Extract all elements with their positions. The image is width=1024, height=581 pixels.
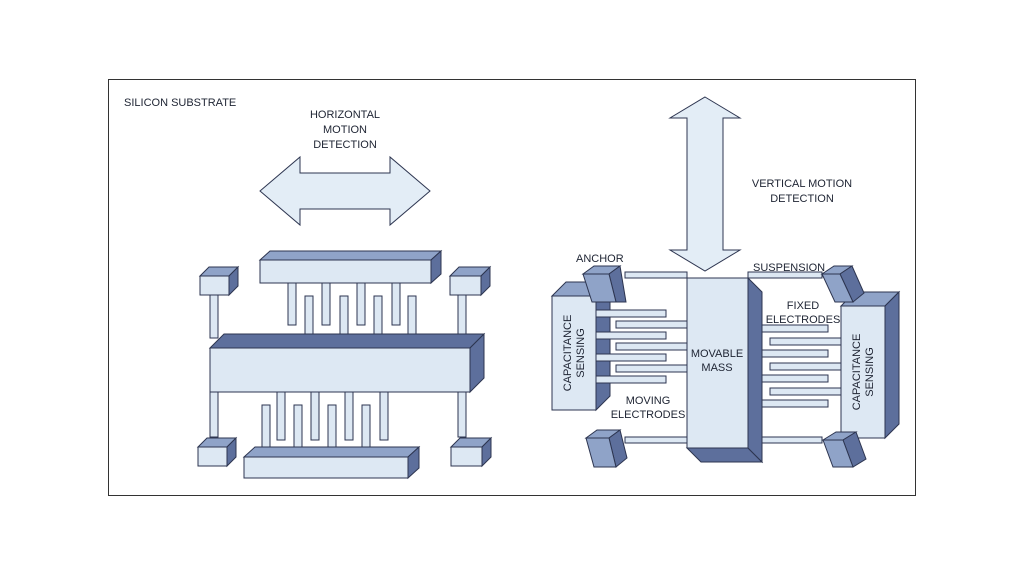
vertical-label-line1: VERTICAL MOTION	[752, 178, 852, 190]
vertical-arrow	[668, 96, 742, 272]
horizontal-arrow	[259, 155, 431, 227]
movable-mass-label-line1: MOVABLE	[691, 348, 743, 360]
vertical-sensor	[550, 265, 901, 468]
horizontal-label-line3: DETECTION	[313, 139, 377, 151]
anchor-label: ANCHOR	[576, 253, 624, 265]
horizontal-label-line2: MOTION	[323, 124, 367, 136]
fixed-electrodes-label-line2: ELECTRODES	[766, 314, 841, 326]
fixed-electrodes-label-line1: FIXED	[787, 300, 819, 312]
cap-left-label-line1: CAPACITANCE	[562, 315, 574, 392]
vertical-label-line2: DETECTION	[770, 193, 834, 205]
movable-mass-label-line2: MASS	[701, 362, 732, 374]
horizontal-sensor	[196, 249, 493, 480]
suspension-label: SUSPENSION	[753, 262, 825, 274]
substrate-label: SILICON SUBSTRATE	[124, 97, 236, 109]
cap-right-label-line2: SENSING	[864, 347, 876, 397]
horizontal-label-line1: HORIZONTAL	[310, 109, 380, 121]
cap-right-label-line1: CAPACITANCE	[851, 334, 863, 411]
moving-electrodes-label-line2: ELECTRODES	[611, 409, 686, 421]
substrate-frame	[108, 79, 916, 496]
moving-electrodes-label-line1: MOVING	[626, 395, 671, 407]
cap-left-label-line2: SENSING	[575, 328, 587, 378]
